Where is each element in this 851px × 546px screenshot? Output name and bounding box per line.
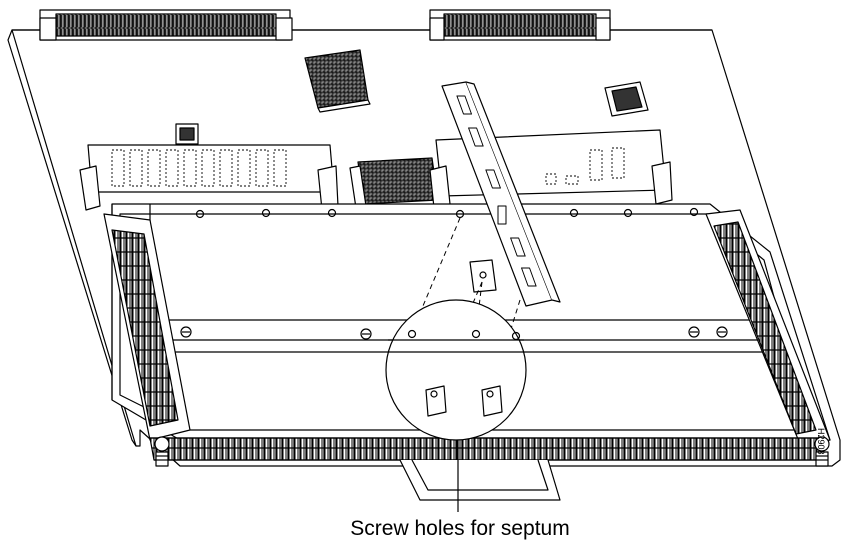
frame-holes bbox=[195, 207, 699, 219]
board-edge bbox=[7, 29, 137, 447]
figure-id: H2903 bbox=[816, 428, 826, 455]
septum bbox=[441, 81, 561, 307]
top-connector-left bbox=[39, 9, 293, 41]
faceplate bbox=[149, 437, 825, 461]
frame-screws bbox=[180, 326, 728, 340]
callout-label: Screw holes for septum bbox=[350, 517, 570, 540]
chip-left bbox=[175, 123, 199, 145]
top-heatsink bbox=[304, 49, 371, 113]
center-heatsink bbox=[349, 157, 439, 209]
memory-module-left bbox=[79, 144, 339, 211]
chip-right bbox=[604, 81, 649, 117]
thumb-screw-right bbox=[814, 436, 830, 467]
left-side-panel bbox=[103, 213, 191, 441]
magnifier-callout bbox=[385, 299, 527, 441]
right-side-panel bbox=[705, 209, 831, 445]
top-connector-right bbox=[429, 9, 611, 41]
thumb-screw-left bbox=[154, 436, 170, 467]
ejector-handle bbox=[399, 459, 561, 501]
